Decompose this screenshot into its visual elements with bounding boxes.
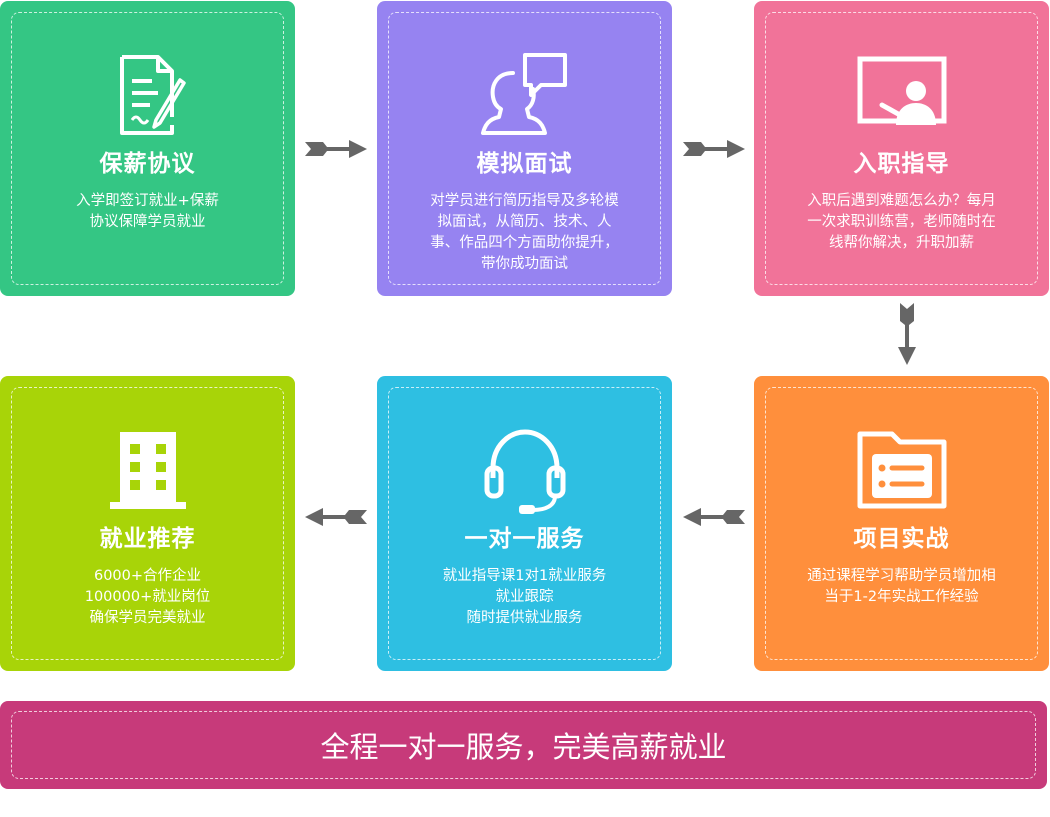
step-description: 就业指导课1对1就业服务 就业跟踪 随时提供就业服务	[442, 568, 607, 626]
step-card-project: 项目实战 通过课程学习帮助学员增加相 当于1-2年实战工作经验	[754, 376, 1049, 671]
dashed-border	[11, 711, 1036, 779]
step-description: 入职后遇到难题怎么办？每月 一次求职训练营，老师随时在 线帮你解决，升职加薪	[807, 193, 996, 251]
step-card-one-on-one: 一对一服务 就业指导课1对1就业服务 就业跟踪 随时提供就业服务	[377, 376, 672, 671]
arrow-right-icon	[305, 139, 367, 159]
dashed-border	[11, 12, 284, 285]
teacher-board-icon	[852, 45, 952, 145]
step-title: 模拟面试	[476, 151, 573, 177]
dashed-border	[765, 12, 1038, 285]
step-title: 入职指导	[853, 151, 950, 177]
dashed-border	[388, 387, 661, 660]
step-title: 项目实战	[853, 526, 950, 552]
step-title: 保薪协议	[99, 151, 196, 177]
step-card-onboarding: 入职指导 入职后遇到难题怎么办？每月 一次求职训练营，老师随时在 线帮你解决，升…	[754, 1, 1049, 296]
arrow-left-icon	[305, 507, 367, 527]
building-icon	[98, 420, 198, 520]
step-card-recommendation: 就业推荐 6000+合作企业 100000+就业岗位 确保学员完美就业	[0, 376, 295, 671]
step-title: 一对一服务	[464, 526, 585, 552]
dashed-border	[388, 12, 661, 285]
contract-icon	[98, 45, 198, 145]
arrow-down-icon	[897, 303, 917, 365]
step-title: 就业推荐	[99, 526, 196, 552]
headset-icon	[475, 420, 575, 520]
step-description: 通过课程学习帮助学员增加相 当于1-2年实战工作经验	[807, 568, 996, 605]
step-card-interview: 模拟面试 对学员进行简历指导及多轮模 拟面试，从简历、技术、人 事、作品四个方面…	[377, 1, 672, 296]
arrow-right-icon	[683, 139, 745, 159]
dashed-border	[765, 387, 1038, 660]
arrow-left-icon	[683, 507, 745, 527]
dashed-border	[11, 387, 284, 660]
interview-icon	[475, 45, 575, 145]
summary-banner: 全程一对一服务，完美高薪就业	[0, 701, 1047, 789]
step-description: 6000+合作企业 100000+就业岗位 确保学员完美就业	[84, 568, 211, 626]
step-description: 对学员进行简历指导及多轮模 拟面试，从简历、技术、人 事、作品四个方面助你提升，…	[430, 193, 619, 272]
folder-list-icon	[852, 420, 952, 520]
step-description: 入学即签订就业+保薪 协议保障学员就业	[76, 193, 219, 230]
banner-text: 全程一对一服务，完美高薪就业	[320, 730, 727, 764]
step-card-contract: 保薪协议 入学即签订就业+保薪 协议保障学员就业	[0, 1, 295, 296]
